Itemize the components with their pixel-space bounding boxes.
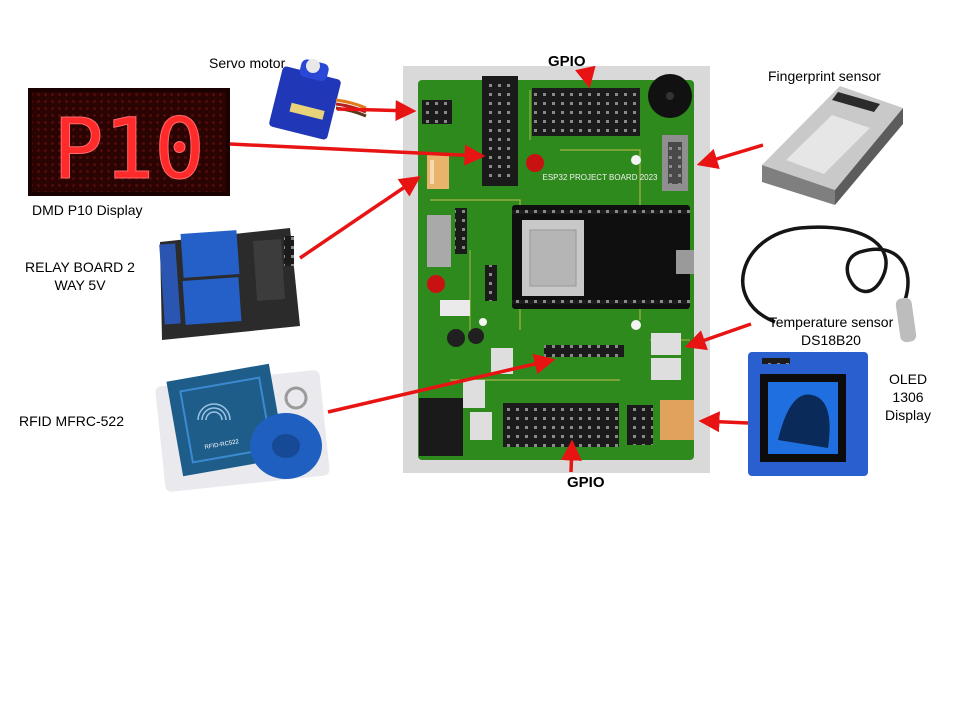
oled-display-image [748,352,868,476]
label-gpio-top: GPIO [548,53,586,70]
arrow-fingerprint [696,143,764,169]
red-led [526,154,544,172]
temp-connector-1 [651,333,681,355]
left-connector [427,215,451,267]
dmd-panel-text: P10 [53,100,205,198]
gpio-bottom-header [503,403,619,447]
arrow-dmd [229,142,486,166]
usb-port [676,250,694,274]
esp32-project-board: ESP32 PROJECT BOARD 2023 [403,66,710,473]
dmd-p10-panel: P10 [28,88,230,199]
switch [440,300,470,316]
label-relay-board: RELAY BOARD 2 WAY 5V [16,258,144,294]
arrow-temperature [684,322,752,351]
temp-connector-2 [651,358,681,380]
arrow-gpio-bottom [560,439,582,473]
label-temp-line2: DS18B20 [801,332,861,348]
servo-header [422,100,452,124]
label-relay-line2: WAY 5V [54,277,106,293]
label-oled-line1: OLED [888,371,928,387]
label-dmd-display: DMD P10 Display [32,202,143,218]
dc-jack [419,398,463,456]
label-relay-line1: RELAY BOARD 2 [25,259,135,275]
label-temp-line1: Temperature sensor [768,314,894,330]
label-oled-line2: 1306 [892,389,924,405]
arrow-oled [698,411,749,433]
arrow-relay [299,176,421,260]
rfid-module-image: RFID-RC522 [155,363,330,492]
rfid-header [544,345,624,357]
arrow-rfid [327,353,556,414]
label-temperature-sensor: Temperature sensor DS18B20 [756,313,906,349]
fingerprint-sensor-image [762,86,903,205]
oled-connector [660,400,694,440]
relay-board-image [159,228,300,340]
board-title: ESP32 PROJECT BOARD 2023 [542,173,658,182]
label-rfid: RFID MFRC-522 [19,413,125,429]
gpio-top-header [532,88,640,136]
arrow-servo [336,100,417,122]
label-oled-line3: Display [885,407,931,423]
label-fingerprint-sensor: Fingerprint sensor [768,68,881,84]
arrow-gpio-top [575,65,596,89]
label-oled-display: OLED 1306 Display [877,370,939,424]
label-servo-motor: Servo motor [209,55,286,71]
red-led-2 [427,275,445,293]
temperature-sensor-image [741,225,917,343]
servo-motor-image [269,59,367,140]
label-gpio-bottom: GPIO [567,474,605,491]
